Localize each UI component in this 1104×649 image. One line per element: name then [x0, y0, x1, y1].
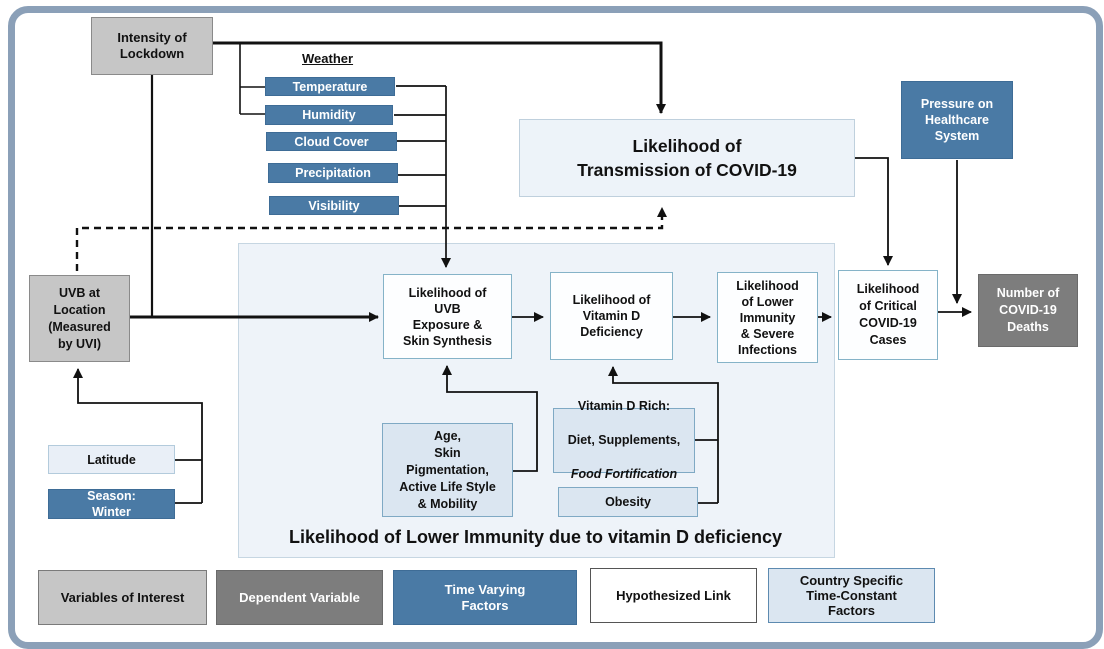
weather-temperature-box: Temperature [265, 77, 395, 96]
weather-humidity-box: Humidity [265, 105, 393, 125]
weather-cloud-cover-box: Cloud Cover [266, 132, 397, 151]
weather-visibility-box: Visibility [269, 196, 399, 215]
pressure-on-healthcare-box: Pressure on Healthcare System [901, 81, 1013, 159]
vitamin-d-rich-box: Vitamin D Rich: Diet, Supplements, Food … [553, 399, 695, 481]
legend-time-varying-factors: Time Varying Factors [393, 570, 577, 625]
covid-deaths-box: Number of COVID-19 Deaths [978, 274, 1078, 347]
transmission-of-covid-box: Likelihood of Transmission of COVID-19 [519, 119, 855, 197]
vitamin-d-rich-line3: Food Fortification [570, 467, 678, 481]
vitamin-d-rich-line2: Diet, Supplements, [567, 433, 681, 447]
lower-immunity-box: Likelihood of Lower Immunity & Severe In… [717, 272, 818, 363]
weather-precipitation-box: Precipitation [268, 163, 398, 183]
legend-variables-of-interest: Variables of Interest [38, 570, 207, 625]
critical-cases-box: Likelihood of Critical COVID-19 Cases [838, 270, 938, 360]
latitude-box: Latitude [48, 445, 175, 474]
legend-dependent-variable: Dependent Variable [216, 570, 383, 625]
container-caption: Likelihood of Lower Immunity due to vita… [288, 527, 783, 547]
outer-frame [8, 6, 1103, 649]
age-skin-pigmentation-box: Age, Skin Pigmentation, Active Life Styl… [382, 423, 513, 517]
season-winter-box: Season: Winter [48, 489, 175, 519]
uvb-exposure-box: Likelihood of UVB Exposure & Skin Synthe… [383, 274, 512, 359]
legend-hypothesized-link: Hypothesized Link [590, 568, 757, 623]
legend-country-specific-factors: Country Specific Time-Constant Factors [768, 568, 935, 623]
vitamin-d-deficiency-box: Likelihood of Vitamin D Deficiency [550, 272, 673, 360]
intensity-of-lockdown-box: Intensity of Lockdown [91, 17, 213, 75]
uvb-at-location-box: UVB at Location (Measured by UVI) [29, 275, 130, 362]
vitamin-d-rich-line1: Vitamin D Rich: [577, 399, 671, 413]
weather-group-label: Weather [302, 51, 354, 66]
obesity-box: Obesity [558, 487, 698, 517]
